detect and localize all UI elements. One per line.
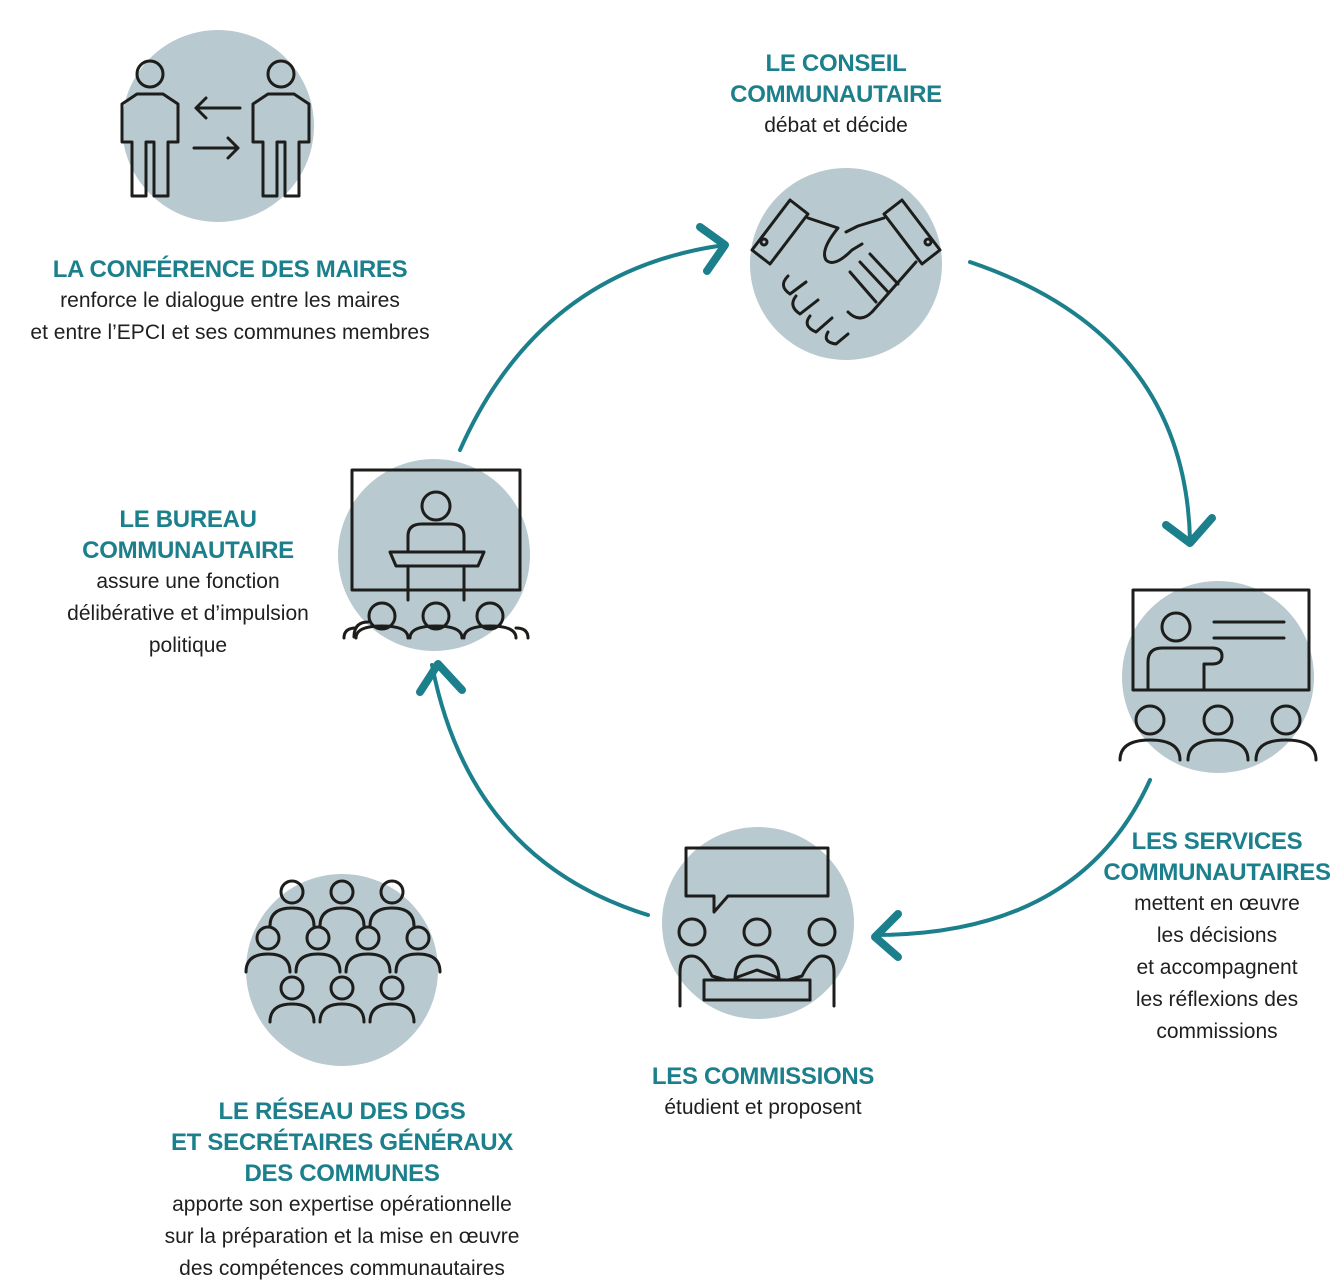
handshake-icon [750, 198, 942, 346]
node-conference: LA CONFÉRENCE DES MAIRES renforce le dia… [0, 254, 460, 349]
node-bureau: LE BUREAU COMMUNAUTAIRE assure une fonct… [38, 504, 338, 662]
node-title: LES COMMISSIONS [651, 1063, 875, 1090]
arrow-services-to-commissions [873, 778, 1152, 937]
arrow-commissions-to-bureau [430, 663, 650, 917]
node-title: LA CONFÉRENCE DES MAIRES [52, 256, 408, 283]
node-description: assure une fonction délibérative et d’im… [67, 570, 309, 657]
cycle-arrows [416, 223, 1216, 961]
meeting-table-speech-icon [677, 846, 837, 1008]
reseau-icon-circle [246, 874, 438, 1066]
node-commissions: LES COMMISSIONS étudient et proposent [610, 1061, 916, 1124]
node-title: LE RÉSEAU DES DGS ET SECRÉTAIRES GÉNÉRAU… [170, 1098, 514, 1187]
conference-icon-circle [122, 30, 314, 222]
node-description: renforce le dialogue entre les maires et… [30, 289, 430, 344]
commissions-icon-circle [662, 827, 854, 1019]
node-title: LE CONSEIL COMMUNAUTAIRE [730, 50, 942, 108]
services-icon-circle [1122, 581, 1314, 773]
node-description: mettent en œuvre les décisions et accomp… [1134, 892, 1300, 1043]
two-persons-exchange-icon [120, 59, 311, 198]
arrow-bureau-to-conseil [458, 243, 727, 452]
podium-speaker-audience-icon [342, 468, 530, 640]
node-reseau: LE RÉSEAU DES DGS ET SECRÉTAIRES GÉNÉRAU… [112, 1096, 572, 1285]
node-description: débat et décide [764, 114, 908, 137]
node-conseil: LE CONSEIL COMMUNAUTAIRE débat et décide [676, 48, 996, 142]
icon-circles [122, 30, 1314, 1066]
node-title: LE BUREAU COMMUNAUTAIRE [82, 506, 294, 564]
arrowhead-bureau [416, 660, 466, 696]
arrowhead-conseil [696, 223, 729, 275]
presentation-audience-icon [1118, 588, 1318, 762]
node-description: étudient et proposent [664, 1096, 862, 1119]
arrowhead-commissions [871, 910, 902, 961]
arrowhead-services [1162, 514, 1216, 547]
node-services: LES SERVICES COMMUNAUTAIRES mettent en œ… [1097, 826, 1337, 1048]
arrow-conseil-to-services [968, 260, 1192, 542]
node-title: LES SERVICES COMMUNAUTAIRES [1103, 828, 1331, 886]
node-description: apporte son expertise opérationnelle sur… [164, 1193, 520, 1280]
